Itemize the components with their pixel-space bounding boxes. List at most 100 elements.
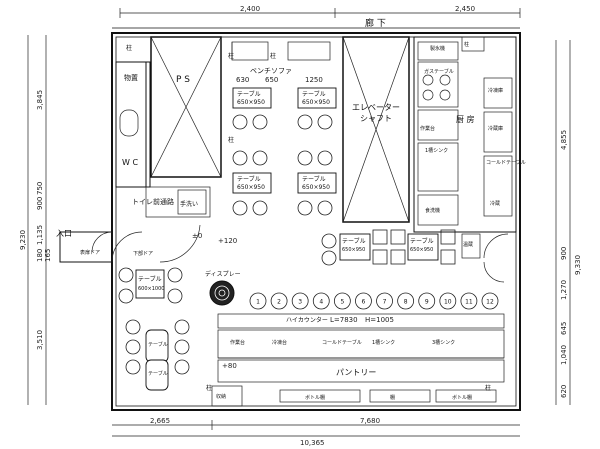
dim-right-1270: 1,270 bbox=[560, 280, 568, 300]
stool-number: 2 bbox=[277, 299, 281, 306]
stool-number: 10 bbox=[444, 299, 452, 306]
table-label-e: テーブル bbox=[342, 237, 366, 245]
stool-7 bbox=[376, 292, 393, 310]
dim-top-left: 2,400 bbox=[240, 5, 260, 13]
dishwasher-label: 食洗機 bbox=[425, 207, 440, 214]
table-label-b: テーブル bbox=[302, 90, 326, 98]
dim-right-upper: 4,855 bbox=[560, 130, 568, 150]
elevator-label-2: シャフト bbox=[360, 114, 392, 123]
dim-left-900: 900 bbox=[36, 197, 44, 210]
stool-number: 6 bbox=[362, 299, 366, 306]
kitchen-label: 厨 房 bbox=[456, 114, 475, 124]
corridor-label: 廊 下 bbox=[365, 17, 386, 29]
stool-8 bbox=[397, 292, 415, 310]
table-label-i: テーブル bbox=[148, 370, 168, 377]
sink-1-label: 1槽シンク bbox=[425, 147, 448, 154]
counter-work-label: 作業台 bbox=[230, 339, 245, 346]
dim-right-900: 900 bbox=[560, 247, 568, 260]
dim-left-165: 165 bbox=[44, 249, 52, 262]
shelf-label: 棚 bbox=[390, 394, 395, 401]
ps-label: P S bbox=[176, 75, 190, 85]
table-label-h: テーブル bbox=[148, 341, 168, 348]
stool-3 bbox=[291, 292, 309, 310]
stool-number: 7 bbox=[383, 299, 387, 306]
dimension-lines bbox=[27, 8, 571, 437]
elevator-shaft bbox=[342, 36, 410, 223]
dim-bottom-right: 7,680 bbox=[360, 417, 380, 425]
bottle-shelf-label-2: ボトル棚 bbox=[452, 394, 472, 401]
stool-4 bbox=[312, 292, 330, 310]
pillar-label-3: 柱 bbox=[270, 52, 276, 60]
storage-label: 物置 bbox=[124, 73, 138, 82]
pillar-label-6: 柱 bbox=[206, 384, 212, 392]
dim-right-645: 645 bbox=[560, 322, 568, 335]
elevator-label: エレベーター bbox=[352, 103, 400, 112]
dim-left-mid: 3,510 bbox=[36, 330, 44, 350]
stool-9 bbox=[418, 292, 436, 310]
dim-right-total: 9,330 bbox=[574, 255, 582, 275]
outer-walls bbox=[111, 27, 521, 411]
dim-top-right: 2,450 bbox=[455, 5, 475, 13]
hi-counter-len: L=7830 bbox=[330, 316, 358, 324]
dim-bottom-left: 2,665 bbox=[150, 417, 170, 425]
hi-counter bbox=[217, 313, 505, 359]
stool-number: 8 bbox=[404, 299, 408, 306]
pillar-label-1: 柱 bbox=[126, 44, 132, 52]
stool-6 bbox=[355, 292, 372, 310]
dim-left-1135: 1,135 bbox=[36, 225, 44, 245]
right-tables bbox=[321, 229, 456, 266]
pantry bbox=[211, 359, 505, 407]
table-size-b: 650×950 bbox=[302, 99, 330, 106]
dim-right-1040: 1,040 bbox=[560, 345, 568, 365]
table-size-g: 600×1000 bbox=[138, 286, 164, 292]
hi-counter-label: ハイカウンター bbox=[286, 316, 328, 324]
middle-chairs bbox=[232, 114, 333, 216]
warm-box-label: 温蔵 bbox=[463, 241, 473, 248]
gas-table-label: ガステーブル bbox=[424, 68, 454, 75]
bench-sofa-label: ベンチソファ bbox=[250, 67, 292, 75]
table-size-a: 650×950 bbox=[237, 99, 265, 106]
table-label-d: テーブル bbox=[302, 175, 326, 183]
table-label-a: テーブル bbox=[237, 90, 261, 98]
stool-number: 9 bbox=[425, 299, 429, 306]
dim-right-620: 620 bbox=[560, 385, 568, 398]
ice-maker-label: 製氷機 bbox=[430, 45, 445, 52]
counter-freeze-label: 冷凍台 bbox=[272, 339, 287, 346]
pantry-label: パントリー bbox=[336, 368, 376, 377]
stool-12 bbox=[481, 292, 499, 310]
handwash-label: 手洗い bbox=[180, 200, 198, 208]
bench-dim-1: 630 bbox=[236, 76, 249, 84]
bench-dim-3: 1250 bbox=[305, 76, 323, 84]
kitchen-area bbox=[413, 36, 517, 233]
table-size-c: 650×950 bbox=[237, 184, 265, 191]
counter-sink-label: 1槽シンク bbox=[372, 339, 395, 346]
stool-number: 5 bbox=[340, 299, 344, 306]
fridge-label: 冷蔵庫 bbox=[488, 125, 503, 132]
dim-left-750: 750 bbox=[36, 182, 44, 195]
toilet-passage-label: トイレ前通路 bbox=[132, 197, 174, 206]
counter-cold-label: コールドテーブル bbox=[322, 339, 362, 346]
left-seating bbox=[118, 267, 190, 391]
hi-counter-h: H=1005 bbox=[365, 316, 394, 324]
dim-left-upper: 3,845 bbox=[36, 90, 44, 110]
table-size-e: 650×950 bbox=[342, 247, 365, 253]
display-label: ディスプレー bbox=[205, 270, 241, 278]
fl-120: +120 bbox=[218, 237, 237, 245]
stool-10 bbox=[439, 292, 457, 310]
stool-number: 3 bbox=[298, 299, 302, 306]
front-door-label: 表扉ドア bbox=[80, 249, 100, 256]
bench-dim-2: 650 bbox=[265, 76, 278, 84]
dim-left-180: 180 bbox=[36, 249, 44, 262]
cold-label: 冷蔵 bbox=[490, 200, 500, 207]
stool-11 bbox=[460, 292, 478, 310]
counter-sink3-label: 3槽シンク bbox=[432, 339, 455, 346]
display bbox=[209, 280, 235, 306]
table-label-f: テーブル bbox=[410, 237, 434, 245]
wc-label: W C bbox=[122, 158, 138, 167]
toilet-block bbox=[115, 61, 211, 218]
fl-80: +80 bbox=[222, 362, 237, 370]
fl-0: ±0 bbox=[192, 232, 202, 240]
entrance bbox=[59, 224, 201, 263]
